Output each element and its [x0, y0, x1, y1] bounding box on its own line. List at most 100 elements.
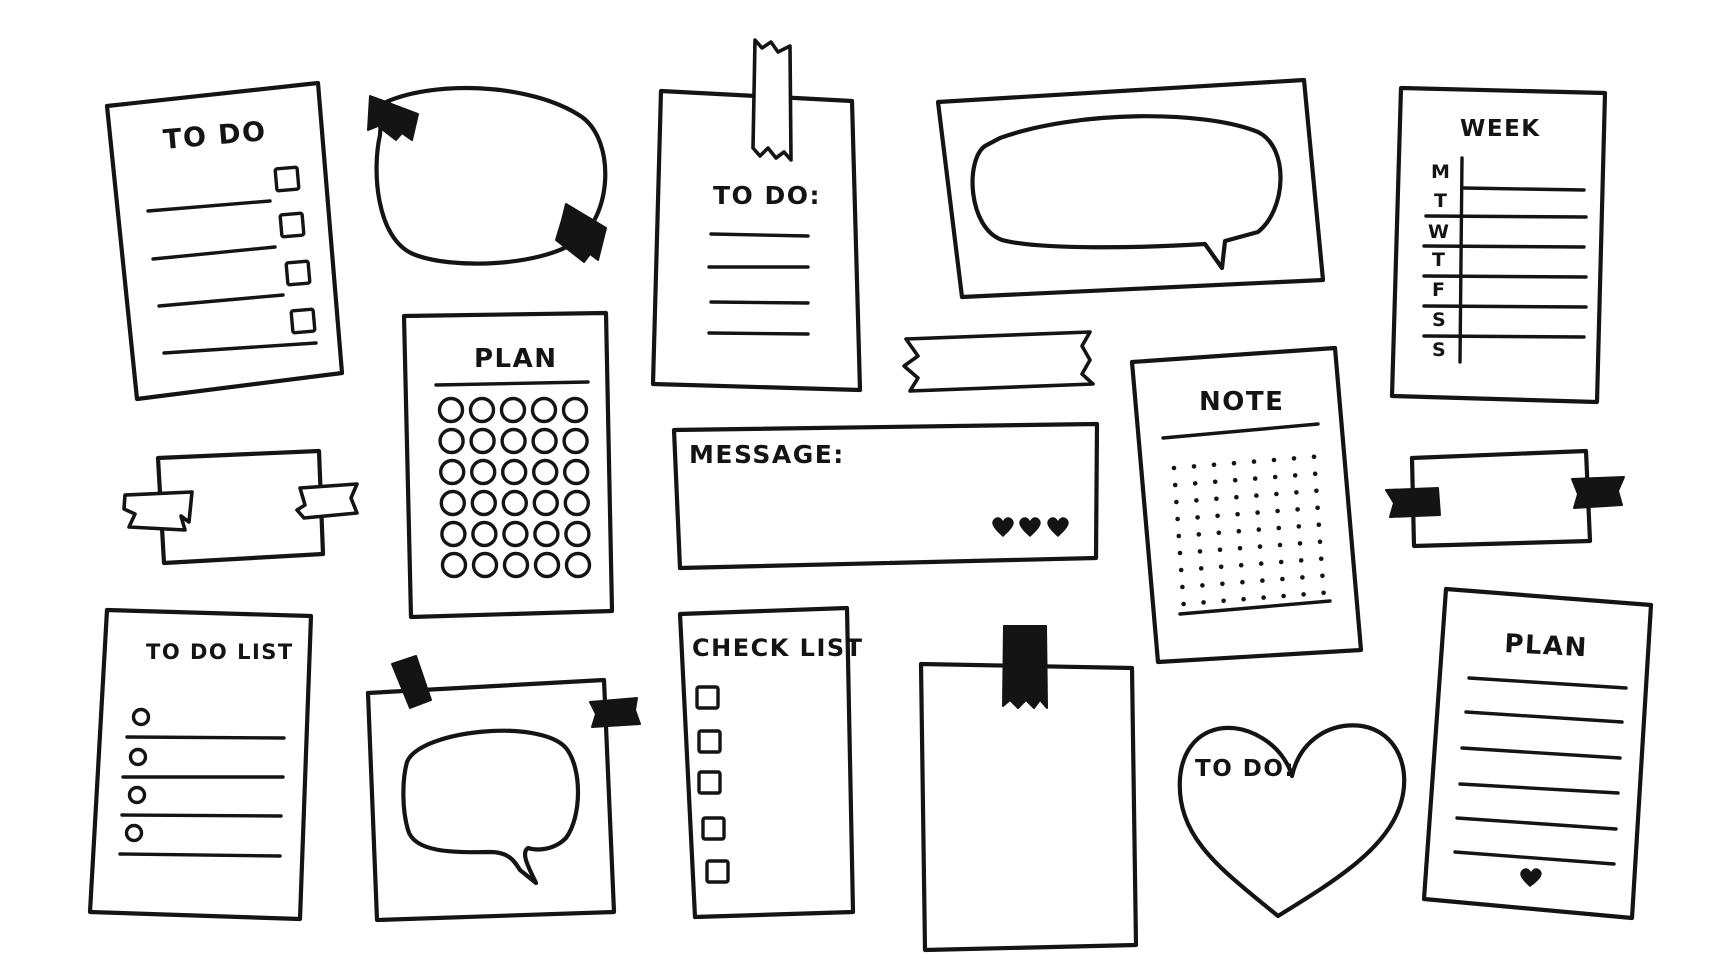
heart-todo-card: TO DO:	[1177, 723, 1407, 919]
grid-dot	[1200, 583, 1205, 588]
checkbox-icon	[697, 770, 722, 795]
grid-dot	[1236, 528, 1242, 534]
bullet-icon	[124, 823, 144, 843]
weekday-label: W	[1428, 221, 1450, 243]
weekday-labels: M T W T F S S	[1428, 161, 1451, 361]
habit-circle	[438, 427, 465, 455]
grid-dot	[1258, 561, 1264, 566]
habit-circle	[533, 520, 560, 548]
note-title: NOTE	[1199, 387, 1284, 417]
oval-frame	[367, 85, 608, 266]
grid-dot	[1256, 527, 1262, 532]
weekday-label: S	[1432, 309, 1447, 331]
checklist-title: CHECK LIST	[692, 634, 864, 662]
grid-dot	[1254, 493, 1259, 498]
white-tape	[751, 38, 793, 162]
grid-dot	[1320, 573, 1325, 579]
black-tape	[391, 655, 432, 709]
checkbox-icon	[697, 729, 722, 754]
plan-habit-card: PLAN	[401, 310, 615, 620]
habit-circle	[502, 520, 529, 548]
plan-lines-title: PLAN	[1504, 629, 1589, 663]
todo-card-rows	[146, 165, 318, 355]
weekday-label: T	[1432, 249, 1446, 271]
habit-circle	[468, 396, 496, 424]
grid-dot	[1177, 550, 1183, 556]
weekday-label: M	[1431, 161, 1451, 183]
grid-dot	[1212, 479, 1218, 485]
habit-circle	[471, 551, 499, 579]
habit-circle	[439, 489, 466, 517]
todo-list-title: TO DO LIST	[146, 640, 294, 664]
grid-dot	[1240, 579, 1245, 585]
bullet-icon	[127, 785, 147, 805]
todo-card-lines-title: TO DO:	[713, 181, 821, 210]
heart-icon	[1047, 517, 1069, 537]
grid-dot	[1198, 566, 1204, 571]
checkbox-icon	[705, 859, 730, 884]
grid-dot	[1316, 522, 1322, 528]
grid-dot	[1181, 601, 1186, 607]
grid-dot	[1232, 477, 1238, 483]
habit-circle	[501, 489, 528, 517]
habit-circle	[532, 458, 559, 486]
grid-dot	[1292, 473, 1298, 478]
washi-tape-strip	[902, 330, 1095, 393]
checkbox-icon	[701, 816, 726, 841]
black-tape	[1002, 625, 1048, 709]
black-tape	[1571, 476, 1625, 509]
heart-icon	[1520, 868, 1542, 887]
checklist-card: CHECK LIST	[677, 605, 864, 920]
grid-dot	[1260, 578, 1265, 583]
checkbox-icon	[284, 259, 312, 287]
grid-dot	[1235, 511, 1240, 517]
checkbox-icon	[695, 685, 720, 710]
habit-circle	[469, 427, 496, 455]
habit-circle	[563, 489, 590, 517]
grid-dot	[1238, 562, 1244, 568]
grid-dot	[1315, 505, 1320, 511]
habit-circle	[563, 458, 590, 486]
grid-dot	[1214, 496, 1219, 502]
checkbox-icon	[273, 165, 301, 193]
grid-dot	[1281, 593, 1286, 599]
black-tape	[555, 203, 607, 263]
habit-circle	[470, 489, 497, 517]
black-tape	[589, 697, 641, 728]
habit-circle	[471, 520, 498, 548]
grid-dot	[1271, 457, 1277, 463]
grid-dot	[1192, 481, 1198, 486]
grid-dot	[1211, 462, 1217, 468]
speech-bubble-card	[935, 77, 1326, 300]
grid-dot	[1321, 590, 1326, 596]
message-card: MESSAGE:	[671, 421, 1100, 571]
grid-dot	[1296, 524, 1302, 529]
habit-circle	[531, 427, 558, 455]
grid-dot	[1220, 581, 1225, 587]
habit-circle	[499, 396, 527, 424]
grid-dot	[1251, 459, 1257, 464]
habit-circle	[470, 458, 497, 486]
grid-dot	[1221, 598, 1226, 604]
habit-circle	[439, 458, 466, 486]
dot-grid	[1171, 454, 1326, 607]
hearts	[992, 517, 1069, 537]
grid-dot	[1294, 490, 1299, 495]
heart-icon	[1019, 517, 1041, 537]
black-tape	[1385, 487, 1441, 518]
habit-circle	[562, 427, 589, 455]
grid-dot	[1231, 460, 1237, 466]
heart-icon	[992, 517, 1014, 537]
checkbox-icon	[278, 211, 306, 239]
grid-dot	[1272, 474, 1278, 480]
grid-dot	[1275, 508, 1280, 514]
grid-dot	[1318, 556, 1324, 562]
grid-dot	[1241, 596, 1246, 602]
grid-dot	[1194, 498, 1199, 503]
grid-dot	[1175, 516, 1180, 522]
habit-circle	[532, 489, 559, 517]
habit-circles	[437, 396, 592, 579]
taped-label-right	[1385, 448, 1625, 549]
habit-circle	[564, 520, 591, 548]
